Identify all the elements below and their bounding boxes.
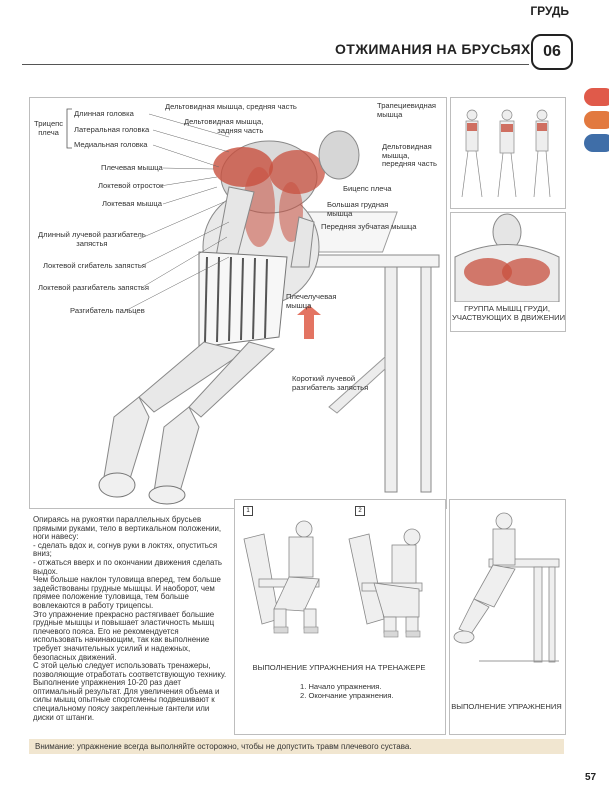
execution-illustration — [453, 512, 560, 663]
label-trapezius: Трапециевидная мышца — [377, 101, 437, 119]
label-triceps: Трицепс плеча — [34, 119, 64, 137]
label-serratus: Передняя зубчатая мышца — [321, 222, 417, 231]
description-text: Опираясь на рукоятки параллельных брусье… — [33, 515, 229, 722]
label-pec-major: Большая грудная мышца — [327, 200, 389, 218]
warning-note: Внимание: упражнение всегда выполняйте о… — [29, 739, 564, 754]
machine-legend-1: 1. Начало упражнения. — [300, 682, 382, 691]
label-delt-anterior: Дельтовидная мышца, передняя часть — [382, 142, 437, 168]
page-number: 57 — [585, 772, 597, 783]
muscle-figures-illustration — [461, 109, 551, 198]
orange-tab-marker — [584, 111, 609, 129]
description-paragraph: Это упражнение прекрасно растягивает бол… — [33, 609, 215, 662]
title-divider — [22, 64, 529, 65]
label-anconeus: Локтевая мышца — [102, 199, 162, 208]
label-ecu: Локтевой разгибатель запястья — [38, 283, 149, 292]
label-long-head: Длинная головка — [74, 109, 134, 118]
label-brachialis: Плечевая мышца — [101, 163, 163, 172]
label-delt-middle: Дельтовидная мышца, средняя часть — [165, 102, 297, 111]
leader-lines-left — [124, 113, 230, 312]
dip-anatomy-illustration — [98, 130, 440, 505]
description-paragraph: - отжаться вверх и по окончании движения… — [33, 557, 222, 576]
label-lateral-head: Латеральная головка — [74, 125, 150, 134]
triceps-bracket — [66, 108, 72, 149]
label-fcu: Локтевой сгибатель запястья — [43, 261, 146, 270]
description-paragraph: С этой целью следует использовать тренаж… — [33, 661, 227, 679]
label-medial-head: Медиальная головка — [74, 140, 148, 149]
section-title: ГРУДЬ — [530, 4, 569, 18]
red-tab-marker — [584, 88, 609, 106]
description-paragraph: Чем больше наклон туловища вперед, тем б… — [33, 575, 221, 610]
exercise-number-badge: 06 — [531, 34, 573, 70]
label-olecranon: Локтевой отросток — [98, 181, 164, 190]
machine-legend-2: 2. Окончание упражнения. — [300, 691, 394, 700]
blue-tab-marker — [584, 134, 609, 152]
chest-caption: ГРУППА МЫШЦ ГРУДИ, УЧАСТВУЮЩИХ В ДВИЖЕНИ… — [452, 304, 566, 322]
label-extensor-digitorum: Разгибатель пальцев — [70, 306, 145, 315]
label-ecrl: Длинный лучевой разгибатель запястья — [38, 230, 146, 248]
label-delt-posterior: Дельтовидная мышца, задняя часть — [184, 117, 264, 135]
page-title: ОТЖИМАНИЯ НА БРУСЬЯХ — [335, 41, 531, 57]
chest-muscles-illustration — [454, 213, 560, 302]
label-ecrb: Короткий лучевой разгибатель запястья — [292, 374, 369, 392]
description-paragraph: - сделать вдох и, согнув руки в локтях, … — [33, 540, 218, 559]
machine-exercise-illustration — [243, 520, 423, 638]
label-brachioradialis: Плечелучевая мышца — [286, 292, 337, 310]
description-paragraph: Выполнение упражнения 10-20 раз дает опт… — [33, 678, 220, 722]
step-2-marker: 2 — [355, 506, 365, 516]
execution-caption: ВЫПОЛНЕНИЕ УПРАЖНЕНИЯ — [451, 702, 562, 711]
description-paragraph: Опираясь на рукоятки параллельных брусье… — [33, 515, 222, 542]
machine-caption: ВЫПОЛНЕНИЕ УПРАЖНЕНИЯ НА ТРЕНАЖЕРЕ — [252, 663, 426, 672]
label-biceps: Бицепс плеча — [343, 184, 392, 193]
step-1-marker: 1 — [243, 506, 253, 516]
